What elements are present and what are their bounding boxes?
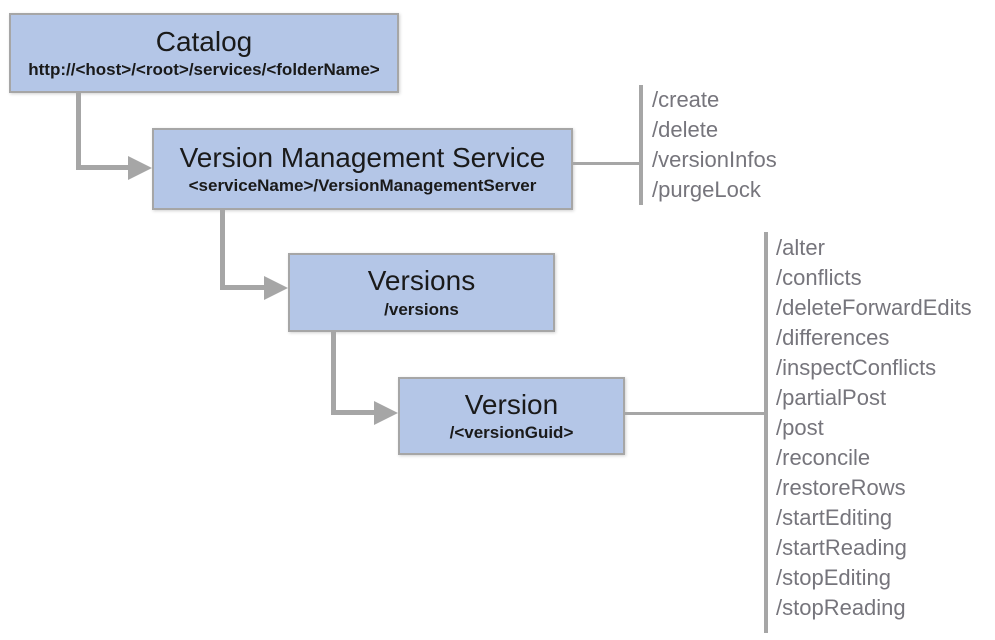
connector-vms-versions-horizontal [220, 285, 266, 290]
endpoint-item: /inspectConflicts [776, 355, 937, 380]
node-version-management-service-subtitle: <serviceName>/VersionManagementServer [188, 176, 537, 196]
endpoint-item: /differences [776, 325, 890, 350]
endpoint-item: /create [652, 87, 720, 112]
node-versions: Versions /versions [288, 253, 555, 332]
endpoint-bar-version [764, 232, 768, 633]
connector-vms-endpoints [573, 162, 640, 165]
node-version-subtitle: /<versionGuid> [449, 423, 574, 443]
endpoint-item: /versionInfos [652, 147, 777, 172]
endpoint-item: /alter [776, 235, 825, 260]
arrowhead-icon [264, 276, 288, 300]
arrowhead-icon [128, 156, 152, 180]
endpoint-bar-vms [639, 85, 643, 205]
endpoint-item: /stopReading [776, 595, 906, 620]
endpoint-item: /reconcile [776, 445, 871, 470]
node-catalog: Catalog http://<host>/<root>/services/<f… [9, 13, 399, 93]
endpoint-item: /post [776, 415, 824, 440]
connector-catalog-vms-horizontal [76, 165, 130, 170]
node-catalog-title: Catalog [155, 25, 253, 57]
connector-catalog-vms-vertical [76, 93, 81, 170]
endpoint-item: /startReading [776, 535, 907, 560]
connector-versions-version-vertical [331, 332, 336, 413]
node-version-management-service: Version Management Service <serviceName>… [152, 128, 573, 210]
endpoint-item: /delete [652, 117, 719, 142]
endpoint-item: /conflicts [776, 265, 862, 290]
connector-vms-versions-vertical [220, 210, 225, 288]
node-version: Version /<versionGuid> [398, 377, 625, 455]
endpoint-list-version: /alter/conflicts/deleteForwardEdits/diff… [776, 233, 972, 623]
endpoint-item: /restoreRows [776, 475, 906, 500]
endpoint-item: /purgeLock [652, 177, 761, 202]
connector-versions-version-horizontal [331, 410, 376, 415]
node-version-title: Version [464, 388, 559, 420]
node-catalog-subtitle: http://<host>/<root>/services/<folderNam… [28, 60, 380, 80]
connector-version-endpoints [625, 412, 765, 415]
endpoint-item: /startEditing [776, 505, 893, 530]
node-versions-title: Versions [367, 265, 476, 297]
node-versions-subtitle: /versions [384, 299, 459, 319]
endpoint-item: /stopEditing [776, 565, 891, 590]
node-version-management-service-title: Version Management Service [179, 141, 546, 173]
endpoint-item: /deleteForwardEdits [776, 295, 972, 320]
arrowhead-icon [374, 401, 398, 425]
endpoint-item: /partialPost [776, 385, 887, 410]
endpoint-list-vms: /create/delete/versionInfos/purgeLock [652, 85, 777, 205]
